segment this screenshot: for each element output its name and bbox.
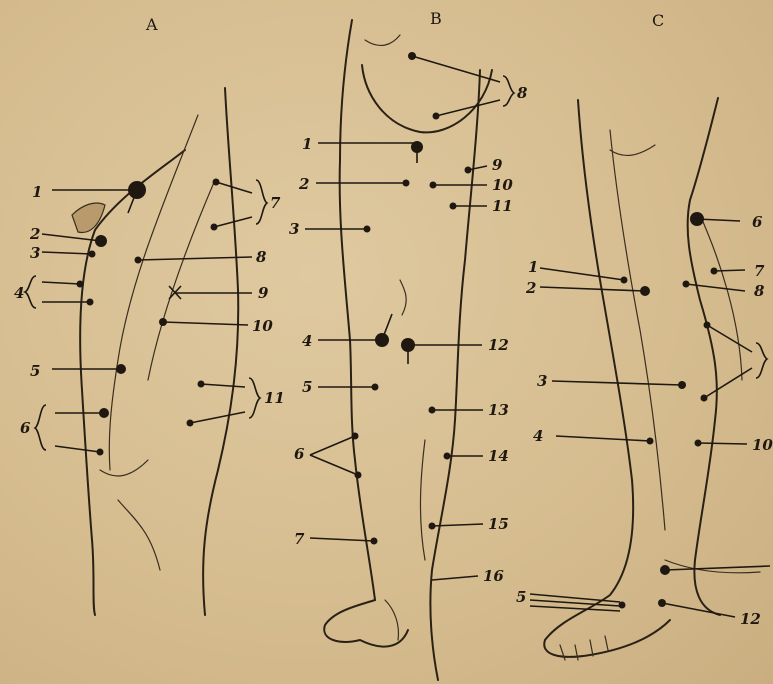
svg-text:13: 13 <box>488 401 509 419</box>
svg-text:3: 3 <box>537 372 547 390</box>
svg-text:11: 11 <box>492 197 513 215</box>
svg-text:1: 1 <box>528 258 538 276</box>
svg-text:16: 16 <box>483 567 504 585</box>
a-point-3 <box>89 251 96 258</box>
a-point-2 <box>95 235 107 247</box>
panel-c-labels: 1 2 3 4 5 6 7 8 10 12 <box>516 213 773 628</box>
panel-c-drawing <box>544 98 760 660</box>
svg-text:9: 9 <box>492 156 503 174</box>
panel-a-drawing <box>72 88 238 615</box>
panel-c-markers <box>530 212 770 617</box>
svg-text:5: 5 <box>516 588 526 606</box>
svg-text:7: 7 <box>270 194 281 212</box>
svg-text:3: 3 <box>30 244 40 262</box>
svg-text:10: 10 <box>752 436 773 454</box>
svg-text:4: 4 <box>14 284 24 302</box>
svg-text:6: 6 <box>294 445 305 463</box>
panel-b-markers <box>305 52 514 580</box>
svg-text:10: 10 <box>492 176 513 194</box>
svg-text:8: 8 <box>754 282 765 300</box>
svg-text:15: 15 <box>488 515 509 533</box>
svg-text:2: 2 <box>525 279 536 297</box>
panel-title-a: A <box>145 15 158 34</box>
svg-text:10: 10 <box>252 317 273 335</box>
svg-text:8: 8 <box>517 84 528 102</box>
svg-text:1: 1 <box>302 135 312 153</box>
svg-text:12: 12 <box>488 336 509 354</box>
a-point-5 <box>116 364 126 374</box>
svg-text:11: 11 <box>264 389 285 407</box>
svg-text:2: 2 <box>298 175 309 193</box>
svg-text:14: 14 <box>488 447 509 465</box>
panel-title-b: B <box>430 9 442 28</box>
svg-text:7: 7 <box>754 262 765 280</box>
svg-text:6: 6 <box>20 419 31 437</box>
svg-text:8: 8 <box>256 248 267 266</box>
svg-text:5: 5 <box>30 362 40 380</box>
svg-text:1: 1 <box>32 183 42 201</box>
svg-text:9: 9 <box>258 284 269 302</box>
svg-text:4: 4 <box>302 332 312 350</box>
panel-a-markers <box>25 179 267 456</box>
svg-text:7: 7 <box>294 530 305 548</box>
svg-text:4: 4 <box>533 427 543 445</box>
panel-a-labels: 1 2 3 4 5 6 7 8 9 10 11 <box>14 183 285 437</box>
svg-text:12: 12 <box>740 610 761 628</box>
panel-title-c: C <box>652 11 664 30</box>
svg-text:2: 2 <box>29 225 40 243</box>
svg-text:5: 5 <box>302 378 312 396</box>
svg-text:6: 6 <box>752 213 763 231</box>
panel-b-labels: 1 2 3 4 5 6 7 8 9 10 11 12 13 14 15 16 <box>289 84 528 585</box>
a-point-10 <box>159 318 167 326</box>
a-point-8 <box>135 257 142 264</box>
svg-text:3: 3 <box>289 220 299 238</box>
